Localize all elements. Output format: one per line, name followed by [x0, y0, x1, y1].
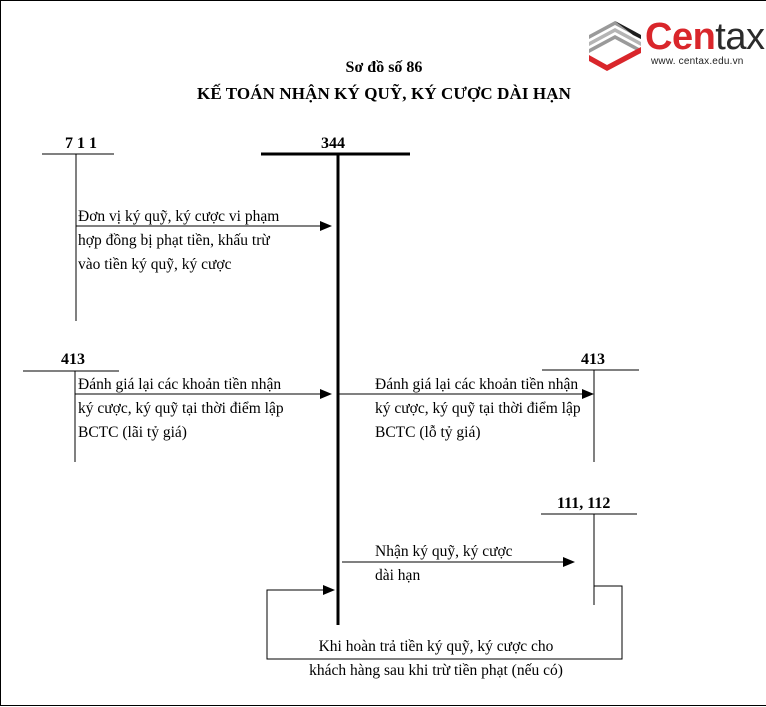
entry-revalue-gain-line2: ký cược, ký quỹ tại thời điểm lập: [78, 400, 284, 417]
diagram-number: Sơ đồ số 86: [345, 59, 423, 76]
entry-receive-line1: Nhận ký quỹ, ký cược: [375, 543, 513, 560]
entry-revalue-loss-line2: ký cược, ký quỹ tại thời điểm lập: [375, 400, 581, 417]
logo-text-cen: Cen: [645, 16, 716, 58]
account-711-label: 7 1 1: [65, 135, 97, 152]
logo-text-tax: tax: [715, 16, 765, 58]
account-413-right-label: 413: [581, 351, 605, 368]
entry-penalty-line1: Đơn vị ký quỹ, ký cược vi phạm: [78, 208, 280, 225]
t-account-111-112: [541, 513, 637, 605]
entry-revalue-loss-line1: Đánh giá lại các khoản tiền nhận: [375, 376, 579, 393]
logo-wordmark: Centax: [645, 17, 765, 57]
t-account-344: [261, 152, 410, 625]
entry-penalty-line3: vào tiền ký quỹ, ký cược: [78, 256, 232, 273]
entry-receive: Nhận ký quỹ, ký cược dài hạn: [375, 540, 513, 588]
account-413-left-label: 413: [61, 351, 85, 368]
entry-penalty: Đơn vị ký quỹ, ký cược vi phạm hợp đồng …: [78, 205, 279, 277]
diagram-title: KẾ TOÁN NHẬN KÝ QUỸ, KÝ CƯỢC DÀI HẠN: [197, 84, 571, 103]
t-account-413-right: [542, 369, 639, 462]
entry-revalue-gain: Đánh giá lại các khoản tiền nhận ký cược…: [78, 373, 284, 445]
entry-revalue-loss: Đánh giá lại các khoản tiền nhận ký cược…: [375, 373, 581, 445]
logo-url: www. centax.edu.vn: [651, 56, 744, 67]
centax-logo: Centax www. centax.edu.vn: [585, 15, 765, 71]
entry-refund-line1: Khi hoàn trả tiền ký quỹ, ký cược cho: [318, 638, 554, 655]
entry-revalue-loss-line3: BCTC (lỗ tỷ giá): [375, 424, 481, 441]
entry-revalue-gain-line1: Đánh giá lại các khoản tiền nhận: [78, 376, 282, 393]
entry-receive-line2: dài hạn: [375, 567, 421, 584]
entry-penalty-line2: hợp đồng bị phạt tiền, khấu trừ: [78, 232, 270, 249]
entry-refund-line2: khách hàng sau khi trừ tiền phạt (nếu có…: [309, 662, 563, 679]
entry-refund: Khi hoàn trả tiền ký quỹ, ký cược cho kh…: [251, 635, 621, 683]
t-account-711: [42, 153, 114, 321]
account-111-112-label: 111, 112: [557, 495, 611, 512]
arrow-refund-loop: [266, 585, 623, 660]
entry-revalue-gain-line3: BCTC (lãi tỷ giá): [78, 424, 187, 441]
t-account-413-left: [23, 370, 119, 462]
centax-emblem-icon: [589, 21, 641, 71]
account-344-label: 344: [321, 135, 345, 152]
